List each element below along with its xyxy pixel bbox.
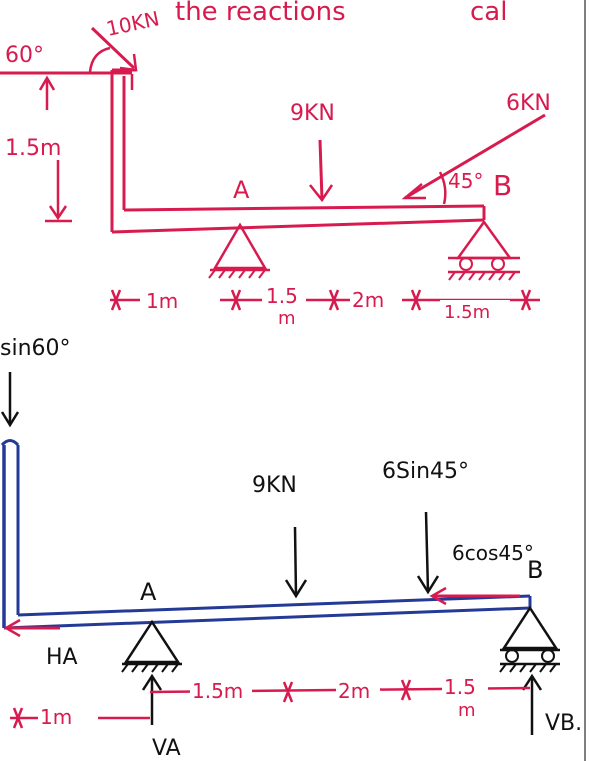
- top-dim-1-5m: 1.5m: [444, 302, 490, 323]
- bottom-dim-2m: 2m: [338, 679, 370, 703]
- height-dimension: [38, 75, 72, 223]
- bottom-load-6cos-arrow: [429, 586, 520, 606]
- l-member: [110, 68, 486, 234]
- support-b-label: B: [493, 169, 512, 202]
- left-vertical-force-arrow: [0, 372, 20, 428]
- bottom-l-member: [0, 439, 532, 630]
- bottom-support-b-roller: [499, 605, 560, 673]
- bottom-dim-1-5: 1.5: [444, 675, 476, 699]
- va-label: VA: [152, 736, 181, 761]
- height-label: 1.5m: [5, 136, 61, 161]
- bottom-figure: sin60° 9KN 6Sin45° 6cos45°: [0, 336, 582, 761]
- bottom-dim-1m: 1m: [40, 705, 72, 729]
- bottom-load-6sin-arrow: [416, 511, 440, 595]
- ha-reaction-arrow: [3, 618, 60, 638]
- bottom-dim-1-5m: 1.5m: [192, 679, 243, 703]
- angle-45-label: 45°: [448, 169, 483, 193]
- bottom-support-a-pin: [121, 619, 182, 673]
- load-6kn-arrow: [401, 113, 546, 200]
- va-reaction-arrow: [141, 673, 163, 725]
- load-9kn-arrow: [309, 139, 334, 203]
- angle-60-arc: [88, 46, 111, 73]
- top-dim-1-5: 1.5: [266, 284, 298, 308]
- sin60-label: sin60°: [0, 336, 71, 361]
- vb-reaction-arrow: [521, 673, 543, 735]
- heading-tail-text: cal: [470, 0, 507, 27]
- heading-text: the reactions: [175, 0, 346, 27]
- support-a-label: A: [233, 176, 250, 204]
- bottom-load-9kn-label: 9KN: [252, 473, 297, 498]
- angle-45-arc: [438, 171, 447, 205]
- load-9kn-label: 9KN: [290, 101, 335, 126]
- ha-label: HA: [46, 645, 78, 670]
- top-dim-1-5-unit: m: [278, 308, 296, 329]
- top-dim-2m: 2m: [352, 288, 384, 312]
- bottom-load-6cos-label: 6cos45°: [452, 541, 534, 565]
- load-6kn-label: 6KN: [506, 91, 551, 116]
- bottom-support-a-label: A: [140, 578, 157, 606]
- bottom-dim-1-5-unit: m: [458, 700, 476, 721]
- angle-60-label: 60°: [5, 43, 44, 68]
- bottom-load-9kn-arrow: [284, 526, 308, 599]
- support-a-pin: [208, 222, 270, 279]
- bottom-support-b-label: B: [527, 556, 543, 584]
- top-figure: the reactions cal 10KN 60° 1.5m: [0, 0, 551, 329]
- support-b-roller: [448, 219, 520, 281]
- top-dim-1m: 1m: [146, 289, 178, 313]
- vb-label: VB.: [545, 711, 582, 736]
- bottom-load-6sin-label: 6Sin45°: [382, 459, 469, 484]
